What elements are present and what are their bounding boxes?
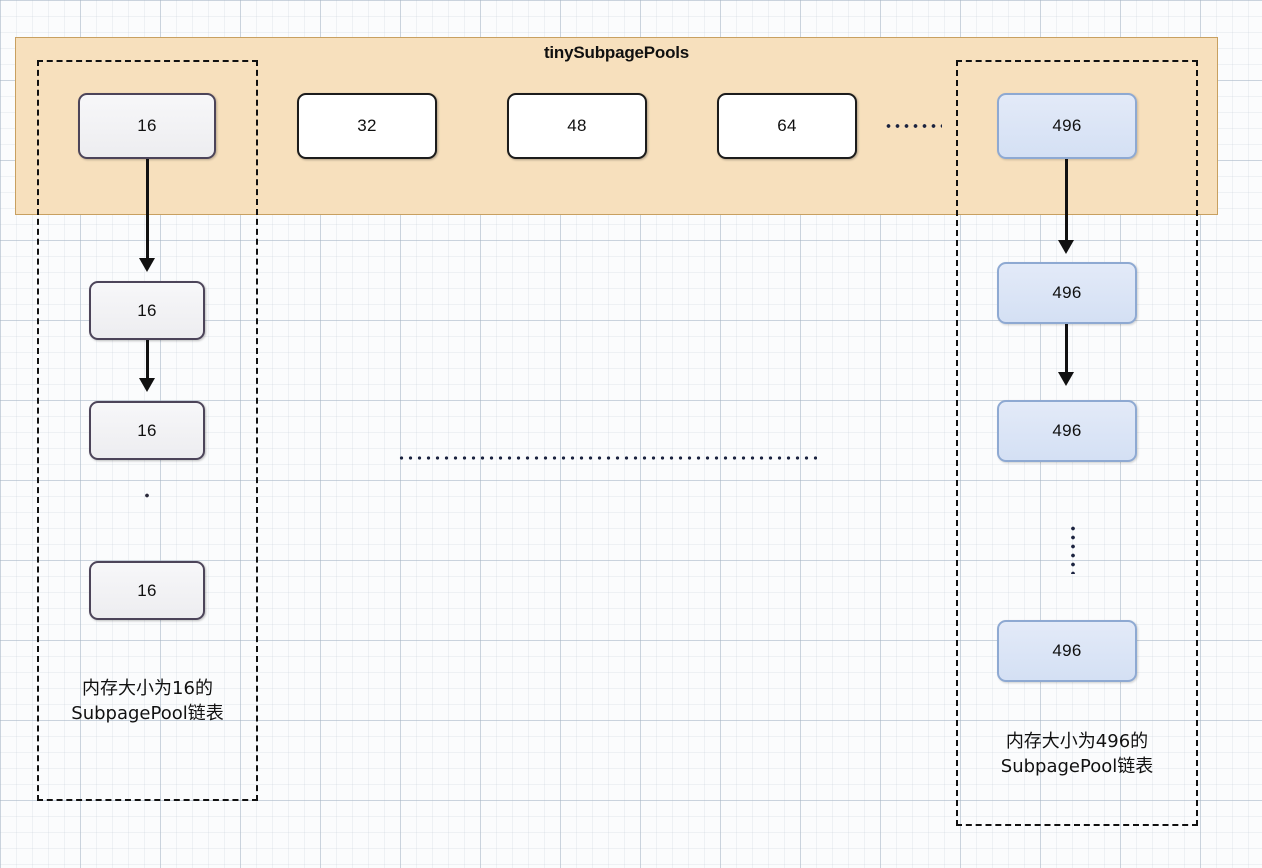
caption-pool-16-line2: SubpagePool链表 xyxy=(71,702,224,724)
subpage-node-16-last[interactable]: 16 xyxy=(89,561,205,620)
caption-pool-496-line1: 内存大小为496的 xyxy=(1005,731,1149,752)
caption-pool-496-line2: SubpagePool链表 xyxy=(1000,755,1154,777)
caption-pool-16-line1: 内存大小为16的 xyxy=(82,678,213,699)
caption-pool-496: 内存大小为496的 SubpagePool链表 xyxy=(956,730,1198,780)
caption-pool-16: 内存大小为16的 SubpagePool链表 xyxy=(37,677,258,727)
pool-head-box-16[interactable]: 16 xyxy=(78,93,216,159)
pool-head-box-32[interactable]: 32 xyxy=(297,93,437,159)
diagram-title: tinySubpagePools xyxy=(543,43,690,62)
subpage-node-496-1[interactable]: 496 xyxy=(997,262,1137,324)
left-chain-vertical-ellipsis-icon xyxy=(145,483,149,515)
middle-dotted-separator xyxy=(397,456,817,460)
subpage-node-496-2[interactable]: 496 xyxy=(997,400,1137,462)
subpage-node-16-2[interactable]: 16 xyxy=(89,401,205,460)
pool-head-box-496[interactable]: 496 xyxy=(997,93,1137,159)
pool-head-box-48[interactable]: 48 xyxy=(507,93,647,159)
header-ellipsis-icon xyxy=(884,124,942,128)
pool-head-box-64[interactable]: 64 xyxy=(717,93,857,159)
right-chain-vertical-ellipsis-icon xyxy=(1071,524,1075,574)
subpage-pool-group-496 xyxy=(956,60,1198,826)
subpage-node-496-last[interactable]: 496 xyxy=(997,620,1137,682)
subpage-pool-group-16 xyxy=(37,60,258,801)
subpage-node-16-1[interactable]: 16 xyxy=(89,281,205,340)
